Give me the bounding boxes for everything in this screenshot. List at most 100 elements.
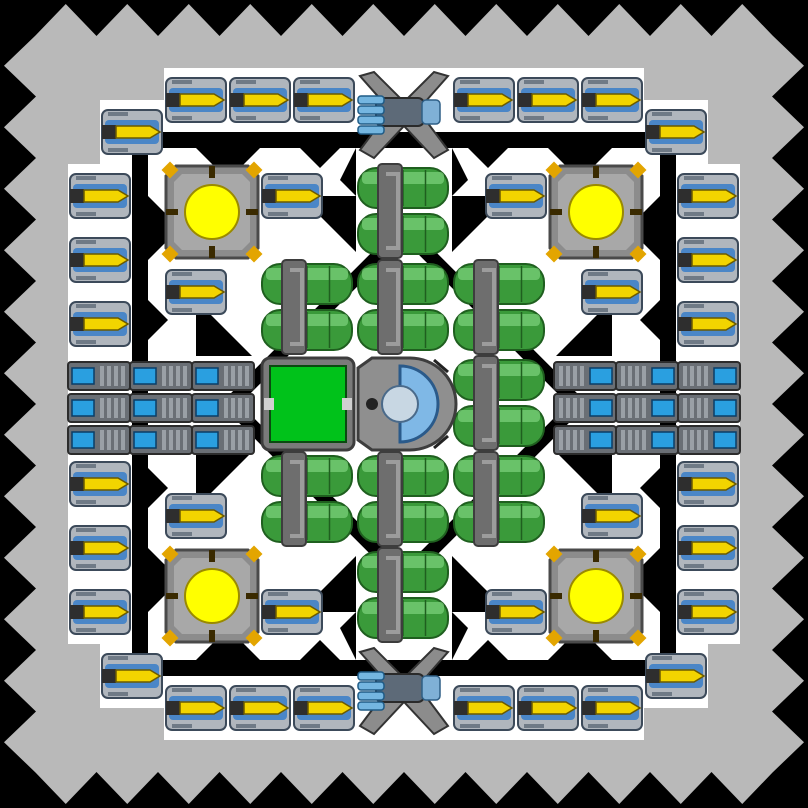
- turret-plate: [684, 240, 704, 244]
- light-turret[interactable]: [69, 589, 131, 635]
- floor-tile: [628, 196, 660, 260]
- fuel-tank-module[interactable]: [357, 163, 449, 259]
- thruster-engine[interactable]: [615, 393, 679, 423]
- turret-plate: [492, 212, 512, 216]
- reactor-core[interactable]: [545, 545, 647, 647]
- thruster-engine[interactable]: [129, 361, 193, 391]
- engine-fin: [183, 398, 187, 418]
- thruster-engine[interactable]: [615, 361, 679, 391]
- turret-breech: [678, 477, 692, 491]
- light-turret[interactable]: [581, 77, 643, 123]
- engine-nozzle: [133, 399, 157, 417]
- fuel-tank-module[interactable]: [261, 259, 353, 355]
- turret-breech: [166, 701, 180, 715]
- light-turret[interactable]: [485, 589, 547, 635]
- light-turret[interactable]: [581, 685, 643, 731]
- light-turret[interactable]: [165, 269, 227, 315]
- heavy-cannon[interactable]: [357, 70, 450, 160]
- engine-fin: [559, 430, 563, 450]
- light-turret[interactable]: [101, 109, 163, 155]
- light-turret[interactable]: [517, 685, 579, 731]
- light-turret[interactable]: [581, 269, 643, 315]
- light-turret[interactable]: [677, 589, 739, 635]
- thruster-engine[interactable]: [615, 425, 679, 455]
- thruster-engine[interactable]: [67, 393, 131, 423]
- light-turret[interactable]: [485, 173, 547, 219]
- heavy-cannon[interactable]: [357, 646, 450, 736]
- thruster-engine[interactable]: [129, 425, 193, 455]
- reactor-bolt: [545, 161, 563, 179]
- thruster-engine[interactable]: [191, 425, 255, 455]
- turret-breech: [582, 93, 596, 107]
- light-turret[interactable]: [677, 525, 739, 571]
- light-turret[interactable]: [677, 173, 739, 219]
- engine-fin: [628, 430, 632, 450]
- light-turret[interactable]: [165, 685, 227, 731]
- turret-array[interactable]: [69, 77, 739, 731]
- light-turret[interactable]: [165, 77, 227, 123]
- light-turret[interactable]: [69, 301, 131, 347]
- turret-plate: [300, 116, 320, 120]
- light-turret[interactable]: [517, 77, 579, 123]
- reactor-glow: [184, 184, 240, 240]
- light-turret[interactable]: [261, 173, 323, 219]
- turret-barrel: [691, 541, 738, 555]
- light-turret[interactable]: [677, 237, 739, 283]
- thruster-engine[interactable]: [67, 425, 131, 455]
- turret-breech: [262, 189, 276, 203]
- reactor-clamp: [209, 630, 215, 642]
- light-turret[interactable]: [453, 77, 515, 123]
- light-turret[interactable]: [101, 653, 163, 699]
- light-turret[interactable]: [261, 589, 323, 635]
- thruster-engine[interactable]: [129, 393, 193, 423]
- turret-plate: [236, 80, 256, 84]
- light-turret[interactable]: [645, 653, 707, 699]
- turret-plate: [588, 116, 608, 120]
- light-turret[interactable]: [645, 109, 707, 155]
- reactor-clamp: [166, 593, 178, 599]
- turret-breech: [70, 541, 84, 555]
- light-turret[interactable]: [229, 685, 291, 731]
- fuel-tank-module[interactable]: [261, 451, 353, 547]
- light-turret[interactable]: [229, 77, 291, 123]
- light-turret[interactable]: [453, 685, 515, 731]
- cockpit-module[interactable]: [356, 356, 458, 452]
- thruster-engine[interactable]: [191, 393, 255, 423]
- engine-fin: [704, 366, 708, 386]
- engine-fin: [697, 398, 701, 418]
- fuel-tank-module[interactable]: [453, 355, 545, 451]
- reactor-core[interactable]: [161, 161, 263, 263]
- thruster-engine[interactable]: [677, 393, 741, 423]
- turret-plate: [172, 724, 192, 728]
- reactor-bolt: [245, 545, 263, 563]
- engine-nozzle: [71, 431, 95, 449]
- fuel-tank-module[interactable]: [453, 451, 545, 547]
- reactor-core[interactable]: [545, 161, 647, 263]
- fuel-tank-module[interactable]: [357, 259, 449, 355]
- light-turret[interactable]: [581, 493, 643, 539]
- light-turret[interactable]: [293, 685, 355, 731]
- fuel-tank-module[interactable]: [453, 259, 545, 355]
- thruster-engine[interactable]: [677, 425, 741, 455]
- thruster-engine[interactable]: [67, 361, 131, 391]
- light-turret[interactable]: [165, 493, 227, 539]
- light-turret[interactable]: [69, 237, 131, 283]
- light-turret[interactable]: [69, 173, 131, 219]
- reactor-core[interactable]: [161, 545, 263, 647]
- turret-plate: [76, 176, 96, 180]
- light-turret[interactable]: [677, 461, 739, 507]
- thruster-engine[interactable]: [553, 361, 617, 391]
- thruster-engine[interactable]: [553, 393, 617, 423]
- fuel-tank-module[interactable]: [357, 451, 449, 547]
- engine-fin: [169, 398, 173, 418]
- light-turret[interactable]: [69, 461, 131, 507]
- cargo-container[interactable]: [260, 356, 356, 452]
- thruster-engine[interactable]: [553, 425, 617, 455]
- light-turret[interactable]: [293, 77, 355, 123]
- thruster-engine[interactable]: [677, 361, 741, 391]
- light-turret[interactable]: [677, 301, 739, 347]
- fuel-tank-module[interactable]: [357, 547, 449, 643]
- thruster-engine[interactable]: [191, 361, 255, 391]
- light-turret[interactable]: [69, 525, 131, 571]
